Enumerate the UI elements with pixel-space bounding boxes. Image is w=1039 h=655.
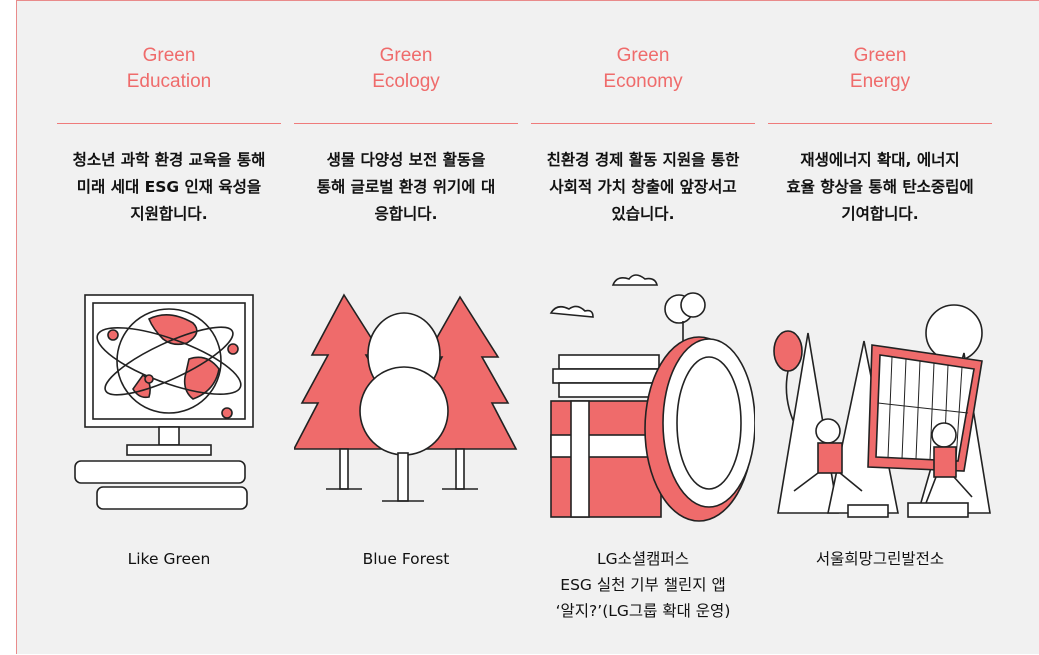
caption-line: Like Green <box>127 550 211 568</box>
column-green-ecology: Green Ecology 생물 다양성 보전 활동을 통해 글로벌 환경 위기… <box>292 1 518 655</box>
coins-gift-icon <box>531 263 756 533</box>
divider <box>57 123 281 124</box>
description-line: 지원합니다. <box>130 205 208 223</box>
column-caption: Blue Forest <box>294 546 518 572</box>
solar-panel-kids-icon <box>768 263 992 533</box>
column-caption: LG소셜캠퍼스 ESG 실천 기부 챌린지 앱 ‘알지?’(LG그룹 확대 운영… <box>531 546 755 624</box>
column-heading: Green Energy <box>768 43 992 95</box>
description-line: 기여합니다. <box>841 205 919 223</box>
description-line: 친환경 경제 활동 지원을 통한 <box>546 151 740 169</box>
column-caption: Like Green <box>57 546 281 572</box>
column-heading: Green Ecology <box>294 43 518 95</box>
column-heading: Green Education <box>57 43 281 95</box>
heading-line: Ecology <box>372 71 440 92</box>
column-green-economy: Green Economy 친환경 경제 활동 지원을 통한 사회적 가치 창출… <box>531 1 756 655</box>
column-caption: 서울희망그린발전소 <box>768 546 992 572</box>
heading-line: Green <box>379 45 433 66</box>
heading-line: Education <box>126 71 212 92</box>
divider <box>294 123 518 124</box>
description-line: 효율 향상을 통해 탄소중립에 <box>786 178 974 196</box>
description-line: 청소년 과학 환경 교육을 통해 <box>72 151 266 169</box>
description-line: 사회적 가치 창출에 앞장서고 <box>549 178 737 196</box>
caption-line: LG소셜캠퍼스 <box>597 550 689 568</box>
heading-line: Economy <box>603 71 683 92</box>
column-heading: Green Economy <box>531 43 755 95</box>
description-line: 있습니다. <box>611 205 675 223</box>
divider <box>768 123 992 124</box>
column-description: 생물 다양성 보전 활동을 통해 글로벌 환경 위기에 대 응합니다. <box>294 147 518 228</box>
heading-line: Energy <box>849 71 911 92</box>
column-green-education: Green Education 청소년 과학 환경 교육을 통해 미래 세대 E… <box>57 1 281 655</box>
column-description: 친환경 경제 활동 지원을 통한 사회적 가치 창출에 앞장서고 있습니다. <box>531 147 755 228</box>
computer-globe-icon <box>57 263 281 533</box>
green-initiatives-panel: Green Education 청소년 과학 환경 교육을 통해 미래 세대 E… <box>16 0 1039 654</box>
caption-line: Blue Forest <box>362 550 450 568</box>
forest-trees-icon <box>292 263 518 533</box>
caption-line: 서울희망그린발전소 <box>815 550 945 568</box>
heading-line: Green <box>142 45 196 66</box>
description-line: 재생에너지 확대, 에너지 <box>800 151 960 169</box>
column-green-energy: Green Energy 재생에너지 확대, 에너지 효율 향상을 통해 탄소중… <box>768 1 992 655</box>
heading-line: Green <box>853 45 907 66</box>
column-description: 재생에너지 확대, 에너지 효율 향상을 통해 탄소중립에 기여합니다. <box>768 147 992 228</box>
divider <box>531 123 755 124</box>
heading-line: Green <box>616 45 670 66</box>
description-line: 통해 글로벌 환경 위기에 대 <box>316 178 496 196</box>
description-line: 미래 세대 ESG 인재 육성을 <box>76 178 262 196</box>
description-line: 생물 다양성 보전 활동을 <box>326 151 486 169</box>
caption-line: ESG 실천 기부 챌린지 앱 <box>560 576 726 594</box>
column-description: 청소년 과학 환경 교육을 통해 미래 세대 ESG 인재 육성을 지원합니다. <box>57 147 281 228</box>
caption-line: ‘알지?’(LG그룹 확대 운영) <box>555 602 731 620</box>
description-line: 응합니다. <box>374 205 438 223</box>
